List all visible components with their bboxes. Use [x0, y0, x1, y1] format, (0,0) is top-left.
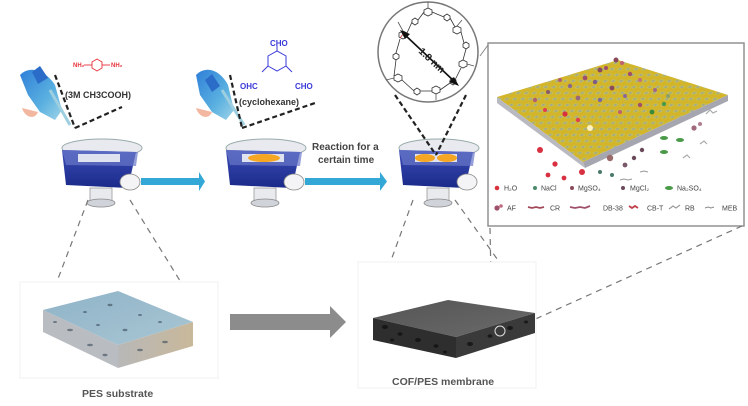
svg-text:MEB: MEB — [722, 206, 738, 213]
svg-text:MgCl₂: MgCl₂ — [630, 186, 649, 193]
cof-pore-magnified-circle: 1.8 nm — [377, 1, 479, 103]
aldehyde-group-top: CHO — [270, 39, 288, 48]
cr-dye-icon — [527, 206, 545, 209]
svg-text:RB: RB — [685, 206, 695, 213]
step2-solvent-label: (cyclohexane) — [239, 97, 299, 107]
membrane-caption: COF/PES membrane — [392, 376, 494, 388]
svg-text:CB-T: CB-T — [647, 206, 664, 213]
svg-text:MgSO₄: MgSO₄ — [578, 186, 601, 193]
pore-size-double-arrow — [400, 30, 459, 86]
step2-reactor-cell — [225, 138, 307, 208]
svg-text:CR: CR — [550, 206, 560, 213]
legend-item-mgso4: MgSO₄ — [570, 186, 601, 193]
step1-solvent-label: (3M CH3COOH) — [65, 90, 131, 100]
magnified-region-marker — [494, 325, 506, 337]
reaction-label-line1: Reaction for a — [312, 142, 379, 153]
cbt-dye-icon — [628, 204, 639, 210]
reaction-label-line2: certain time — [318, 155, 375, 166]
svg-text:H₂O: H₂O — [504, 186, 518, 193]
db38-dye-icon — [569, 205, 591, 209]
separation-inset-panel: H₂O NaCl MgSO₄ MgCl₂ Na₂SO₄ — [479, 42, 745, 227]
trialdehyde-monomer-structure: CHO OHC CHO — [240, 39, 313, 91]
af-dye-icon — [494, 205, 500, 211]
step-arrow-1 — [141, 172, 205, 191]
legend-item-af: AF — [494, 204, 516, 213]
step3-reactor-cell — [398, 138, 480, 208]
zoom-lines-to-pore — [394, 94, 467, 156]
legend-row-1: H₂O NaCl MgSO₄ MgCl₂ Na₂SO₄ — [494, 185, 702, 193]
cof-layer-surface — [497, 60, 728, 162]
rejected-molecules — [532, 57, 670, 131]
legend-row-2: AF CR DB-38 CB-T RB MEB — [494, 204, 738, 213]
step1-pointer-lines — [53, 74, 123, 130]
amine-group-left: NH₂ — [73, 63, 85, 69]
step2-pointer-lines — [228, 74, 316, 130]
svg-text:Na₂SO₄: Na₂SO₄ — [677, 186, 702, 193]
svg-text:AF: AF — [507, 206, 516, 213]
mgso4-icon — [570, 186, 574, 190]
membrane-side-left — [497, 97, 585, 168]
legend-item-rb: RB — [668, 204, 695, 213]
svg-text:NaCl: NaCl — [541, 186, 557, 193]
nacl-icon — [533, 186, 537, 190]
legend-item-cbt: CB-T — [628, 204, 664, 213]
step1-glove-hand — [20, 66, 72, 126]
permeated-molecules — [537, 109, 718, 181]
legend-item-cr: CR — [527, 206, 560, 213]
mgcl2-icon — [621, 186, 625, 190]
meb-dye-icon — [704, 206, 715, 209]
step-arrow-2 — [305, 172, 387, 191]
step1-reactor-cell — [61, 138, 143, 208]
cof-pes-membrane-block — [373, 300, 535, 358]
na2so4-icon — [665, 186, 673, 190]
membrane-side-right — [583, 95, 728, 168]
amine-group-right: NH₂ — [111, 63, 123, 69]
substrate-caption: PES substrate — [82, 388, 153, 400]
aldehyde-group-left: OHC — [240, 82, 258, 91]
legend-item-mgcl2: MgCl₂ — [621, 186, 649, 193]
legend-item-meb: MEB — [704, 206, 738, 213]
svg-text:DB-38: DB-38 — [603, 206, 623, 213]
diamine-monomer-structure: NH₂ NH₂ — [73, 58, 123, 72]
legend-item-na2so4: Na₂SO₄ — [665, 186, 702, 193]
fabrication-arrow — [230, 306, 346, 338]
step2-glove-hand — [196, 69, 246, 126]
legend-item-db38: DB-38 — [569, 205, 623, 213]
water-molecule-icon — [494, 185, 500, 191]
cof-framework-structure — [385, 2, 475, 100]
aldehyde-group-right: CHO — [295, 82, 313, 91]
pes-substrate-block — [43, 291, 193, 368]
legend-item-nacl: NaCl — [533, 186, 557, 193]
rb-dye-icon — [668, 204, 681, 210]
legend-item-h2o: H₂O — [494, 185, 518, 193]
